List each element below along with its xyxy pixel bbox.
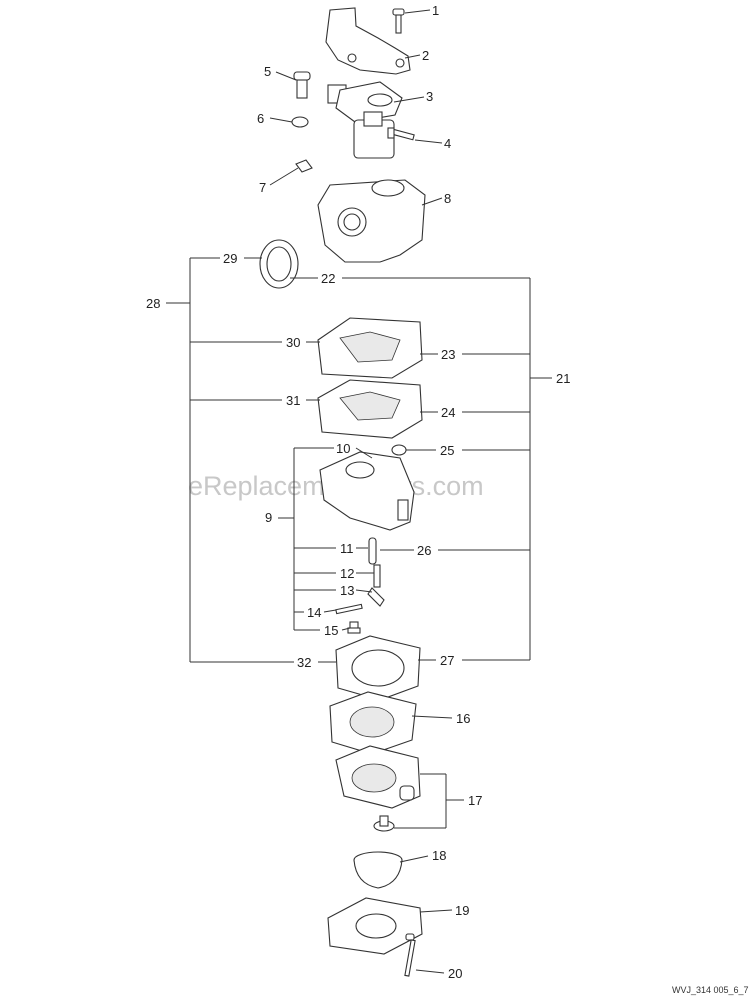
- callout-29: 29: [223, 251, 237, 266]
- drawing-code: WVJ_314 005_6_7: [672, 985, 749, 995]
- callout-6: 6: [257, 111, 264, 126]
- callout-17: 17: [468, 793, 482, 808]
- part-15-screw: [347, 621, 361, 634]
- callout-26: 26: [417, 543, 431, 558]
- callout-5: 5: [264, 64, 271, 79]
- part-6-washer: [291, 116, 309, 128]
- callout-32: 32: [297, 655, 311, 670]
- part-19-primer-cover: [327, 897, 423, 955]
- part-23-gasket: [317, 317, 423, 379]
- part-24-gasket: [317, 379, 423, 439]
- part-25-needle-valve: [391, 444, 407, 456]
- part-7-clip: [295, 159, 313, 173]
- callout-27: 27: [440, 653, 454, 668]
- part-17-valve: [373, 815, 395, 832]
- part-14-shaft: [335, 603, 363, 615]
- part-4-screw: [387, 127, 415, 141]
- part-9-pump-body: [319, 451, 415, 531]
- callout-12: 12: [340, 566, 354, 581]
- callout-16: 16: [456, 711, 470, 726]
- callout-24: 24: [441, 405, 455, 420]
- callout-4: 4: [444, 136, 451, 151]
- callout-11: 11: [340, 541, 354, 556]
- callout-13: 13: [340, 583, 354, 598]
- callout-23: 23: [441, 347, 455, 362]
- part-16-diaphragm: [329, 691, 417, 755]
- callout-25: 25: [440, 443, 454, 458]
- callout-19: 19: [455, 903, 469, 918]
- callout-14: 14: [307, 605, 321, 620]
- part-13-lever: [367, 564, 385, 607]
- callout-30: 30: [286, 335, 300, 350]
- callout-21: 21: [556, 371, 570, 386]
- part-17-cover: [335, 745, 421, 809]
- callout-18: 18: [432, 848, 446, 863]
- callout-31: 31: [286, 393, 300, 408]
- part-27-gasket: [335, 635, 421, 701]
- callout-8: 8: [444, 191, 451, 206]
- part-1-screw: [392, 8, 405, 34]
- part-11-pin: [368, 537, 377, 565]
- callout-9: 9: [265, 510, 272, 525]
- callout-2: 2: [422, 48, 429, 63]
- callout-10: 10: [336, 441, 350, 456]
- callout-20: 20: [448, 966, 462, 981]
- part-8-carburetor-body: [317, 179, 426, 263]
- part-29-gasket: [259, 239, 299, 289]
- callout-22: 22: [321, 271, 335, 286]
- part-18-primer-bulb: [353, 851, 403, 889]
- part-20-screw: [404, 933, 416, 977]
- callout-7: 7: [259, 180, 266, 195]
- leader-lines: [166, 9, 552, 974]
- part-2-bracket: [325, 7, 411, 75]
- callout-3: 3: [426, 89, 433, 104]
- callout-28: 28: [146, 296, 160, 311]
- callout-1: 1: [432, 3, 439, 18]
- part-3-throttle-body: [327, 81, 403, 159]
- part-5-screw: [293, 71, 311, 99]
- callout-15: 15: [324, 623, 338, 638]
